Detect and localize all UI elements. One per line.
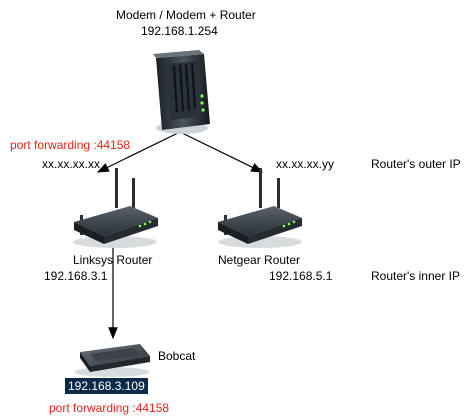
linksys-port-forwarding: port forwarding :44158 (10, 138, 131, 152)
legend-outer-ip: Router's outer IP (371, 157, 461, 171)
modem-icon (153, 50, 210, 134)
modem-ip: 192.168.1.254 (141, 24, 218, 38)
netgear-name: Netgear Router (218, 253, 301, 267)
bobcat-ip-badge: 192.168.3.109 (65, 378, 148, 394)
netgear-router-icon (218, 168, 302, 248)
bobcat-name: Bobcat (158, 349, 196, 363)
linksys-name: Linksys Router (73, 253, 153, 267)
netgear-inner-ip: 192.168.5.1 (269, 269, 333, 283)
linksys-outer-ip: xx.xx.xx.xx (42, 157, 101, 171)
linksys-inner-ip: 192.168.3.1 (44, 269, 108, 283)
bobcat-port-forwarding: port forwarding :44158 (49, 401, 170, 415)
link-modem-to-linksys (96, 131, 181, 173)
modem-title: Modem / Modem + Router (116, 8, 256, 22)
netgear-outer-ip: xx.xx.xx.yy (276, 157, 335, 171)
linksys-router-icon (73, 168, 158, 248)
bobcat-device-icon (74, 344, 150, 377)
legend-inner-ip: Router's inner IP (371, 269, 460, 283)
link-modem-to-netgear (179, 131, 264, 173)
